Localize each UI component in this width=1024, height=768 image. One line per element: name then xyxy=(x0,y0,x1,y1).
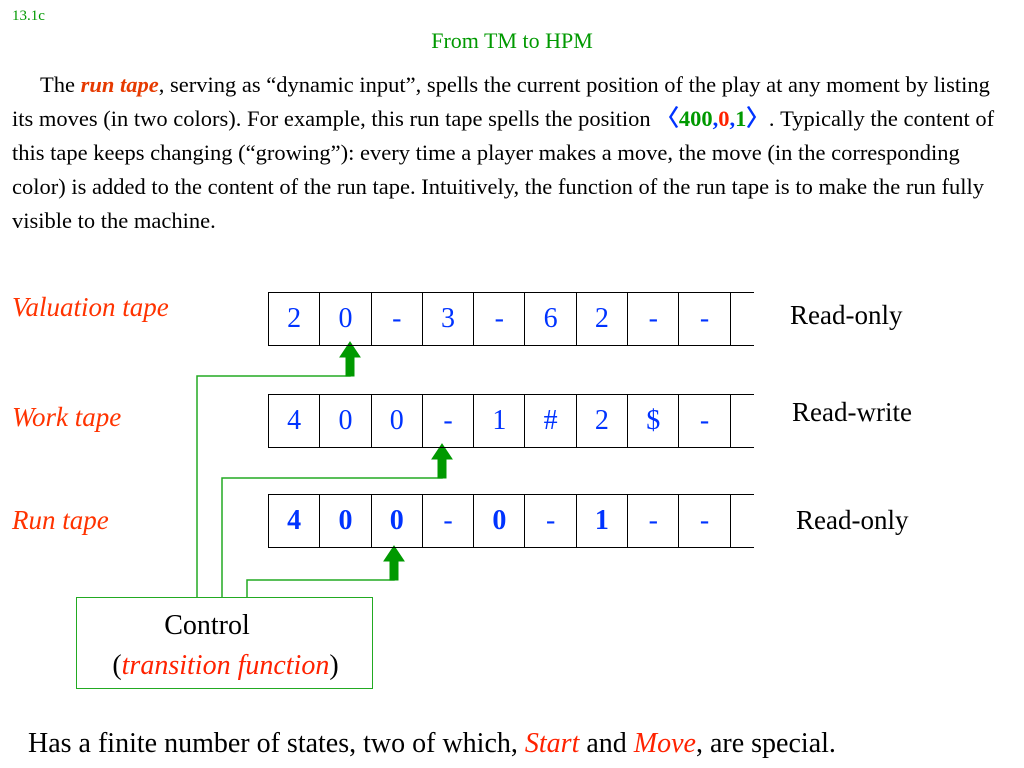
control-close-paren: ) xyxy=(329,650,339,681)
description-paragraph: The run tape, serving as “dynamic input”… xyxy=(12,68,1012,238)
work-cell: 4 xyxy=(269,395,321,447)
right-angle: 〉 xyxy=(746,106,769,131)
work-tape-label: Work tape xyxy=(12,402,122,432)
position-move-green-1: 400 xyxy=(678,106,713,131)
valuation-cell: 6 xyxy=(525,293,577,345)
caption-text-3: , are special. xyxy=(695,728,836,759)
valuation-head-arrow-icon xyxy=(339,341,361,377)
valuation-tape-mode: Read-only xyxy=(790,300,903,330)
position-move-red: 0 xyxy=(718,106,730,131)
valuation-cell: 3 xyxy=(423,293,475,345)
position-comma-1: , xyxy=(712,106,719,131)
valuation-cell-empty xyxy=(731,293,755,345)
run-cell: - xyxy=(423,495,475,547)
run-tape-mode: Read-only xyxy=(796,505,909,535)
run-tape-term: run tape xyxy=(80,72,159,97)
run-cell: - xyxy=(679,495,731,547)
transition-function-term: transition function xyxy=(121,650,330,681)
slide-number: 13.1c xyxy=(12,8,45,24)
para-text-1: The xyxy=(40,72,81,97)
valuation-tape-label: Valuation tape xyxy=(12,292,169,322)
valuation-cell: 2 xyxy=(269,293,321,345)
control-open-paren: ( xyxy=(112,650,122,681)
run-cell-empty xyxy=(731,495,755,547)
work-cell: 2 xyxy=(577,395,629,447)
position-comma-2: , xyxy=(729,106,736,131)
valuation-cell: - xyxy=(372,293,423,345)
run-cell: 0 xyxy=(372,495,423,547)
caption-text-2: and xyxy=(579,728,634,759)
work-head-arrow-icon xyxy=(431,443,453,479)
run-cell: 1 xyxy=(577,495,629,547)
valuation-cell: 2 xyxy=(577,293,629,345)
slide-title: From TM to HPM xyxy=(431,28,593,53)
valuation-cell: - xyxy=(679,293,731,345)
work-cell: 1 xyxy=(474,395,526,447)
work-tape: 4 0 0 - 1 # 2 $ - xyxy=(268,394,754,448)
control-label: Control xyxy=(164,610,250,641)
work-cell: $ xyxy=(628,395,680,447)
work-cell-empty xyxy=(731,395,755,447)
left-angle: 〈 xyxy=(656,106,679,131)
work-cell: - xyxy=(679,395,731,447)
work-cell: - xyxy=(423,395,475,447)
valuation-cell: - xyxy=(474,293,526,345)
valuation-tape: 2 0 - 3 - 6 2 - - xyxy=(268,292,754,346)
move-state-term: Move xyxy=(633,728,696,759)
position-move-green-2: 1 xyxy=(735,106,747,131)
run-tape-label: Run tape xyxy=(12,505,109,535)
run-tape: 4 0 0 - 0 - 1 - - xyxy=(268,494,754,548)
para-text-3: . Typically the content of this tape kee… xyxy=(12,106,995,233)
run-cell: 4 xyxy=(269,495,321,547)
para-text-2: , serving as “dynamic input”, spells the… xyxy=(12,72,990,131)
valuation-cell: 0 xyxy=(320,293,372,345)
run-cell: 0 xyxy=(474,495,526,547)
control-box: Control (transition function) xyxy=(76,597,373,689)
start-state-term: Start xyxy=(524,728,580,759)
position-example: 〈400,0,1〉 xyxy=(656,106,769,131)
run-head-arrow-icon xyxy=(383,545,405,581)
work-cell: 0 xyxy=(372,395,423,447)
work-tape-mode: Read-write xyxy=(792,397,912,427)
valuation-cell: - xyxy=(628,293,680,345)
work-cell: 0 xyxy=(320,395,372,447)
run-cell: 0 xyxy=(320,495,372,547)
bottom-caption: Has a finite number of states, two of wh… xyxy=(28,728,836,760)
control-subtitle: (transition function) xyxy=(77,650,374,682)
work-cell: # xyxy=(525,395,577,447)
caption-text-1: Has a finite number of states, two of wh… xyxy=(28,728,525,759)
run-cell: - xyxy=(525,495,577,547)
wire-to-run xyxy=(246,572,395,597)
run-cell: - xyxy=(628,495,680,547)
